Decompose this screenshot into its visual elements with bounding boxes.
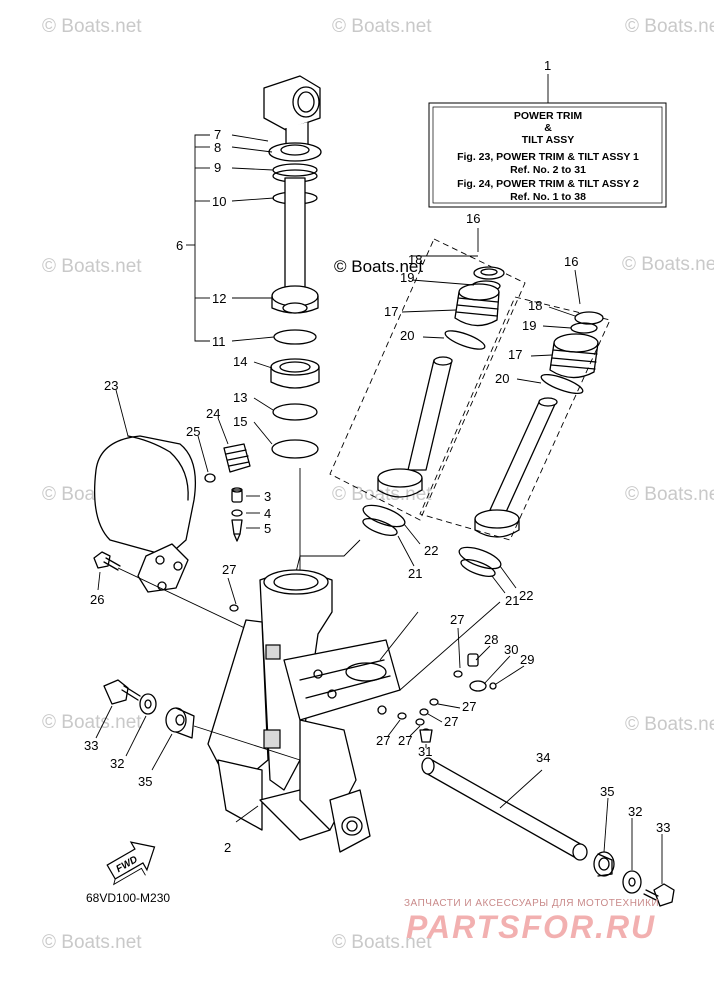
callout-15: 15 — [233, 414, 247, 429]
callout-27: 27 — [462, 699, 476, 714]
watermark: © Boats.net — [625, 714, 714, 735]
callout-20: 20 — [400, 328, 414, 343]
callout-28: 28 — [484, 632, 498, 647]
callout-19: 19 — [400, 270, 414, 285]
callout-32: 32 — [110, 756, 124, 771]
callout-27: 27 — [450, 612, 464, 627]
tilt-shaft-and-fasteners — [421, 757, 675, 907]
callout-30: 30 — [504, 642, 518, 657]
watermark-layer: © Boats.net © Boats.net © Boats.net © Bo… — [42, 16, 714, 953]
filter-and-oring — [197, 417, 251, 483]
watermark: © Boats.net — [42, 932, 142, 953]
watermark: © Boats.net — [42, 256, 142, 277]
callout-34: 34 — [536, 750, 550, 765]
small-orings — [227, 577, 525, 748]
watermark: © Boats.net — [42, 16, 142, 37]
callout-22: 22 — [519, 588, 533, 603]
info-line: TILT ASSY — [522, 134, 575, 146]
trim-cylinder-group-1 — [329, 228, 526, 521]
callout-33: 33 — [656, 820, 670, 835]
callout-29: 29 — [520, 652, 534, 667]
info-line: Fig. 23, POWER TRIM & TILT ASSY 1 — [457, 151, 639, 163]
callout-11: 11 — [212, 334, 226, 349]
callout-3: 3 — [264, 489, 271, 504]
info-line: Fig. 24, POWER TRIM & TILT ASSY 2 — [457, 178, 639, 190]
watermark: © Boats.net — [332, 484, 432, 505]
partsfor-tagline: ЗАПЧАСТИ И АКСЕССУАРЫ ДЛЯ МОТОТЕХНИКИ — [404, 898, 659, 909]
callout-26: 26 — [90, 592, 104, 607]
callout-27: 27 — [398, 733, 412, 748]
callout-27: 27 — [444, 714, 458, 729]
info-box: 1 POWER TRIM & TILT ASSY Fig. 23, POWER … — [428, 58, 667, 208]
callout-5: 5 — [264, 521, 271, 536]
callout-7: 7 — [214, 127, 221, 142]
callout-9: 9 — [214, 160, 221, 175]
callout-1: 1 — [544, 58, 551, 73]
callout-2: 2 — [224, 840, 231, 855]
callout-20: 20 — [495, 371, 509, 386]
info-line: Ref. No. 1 to 38 — [510, 191, 586, 203]
partsfor-logo: PARTSFOR.RU — [406, 909, 656, 945]
callout-22: 22 — [424, 543, 438, 558]
callout-35: 35 — [600, 784, 614, 799]
callout-31: 31 — [418, 744, 432, 759]
diagram-code: 68VD100-M230 — [86, 891, 170, 905]
callout-14: 14 — [233, 354, 247, 369]
watermark: © Boats.net — [625, 484, 714, 505]
fwd-arrow-icon: FWD — [106, 841, 156, 886]
watermark: © Boats.net — [42, 712, 142, 733]
info-line: POWER TRIM — [514, 110, 582, 122]
info-line: & — [544, 122, 552, 134]
callout-27: 27 — [376, 733, 390, 748]
callout-13: 13 — [233, 390, 247, 405]
watermark: © Boats.net — [332, 16, 432, 37]
reservoir — [93, 389, 197, 593]
callout-17: 17 — [508, 347, 522, 362]
callout-4: 4 — [264, 506, 271, 521]
watermark: © Boats.net — [625, 16, 714, 37]
callout-27: 27 — [222, 562, 236, 577]
callout-32: 32 — [628, 804, 642, 819]
callout-24: 24 — [206, 406, 220, 421]
left-fasteners — [95, 679, 301, 771]
gaskets — [362, 504, 517, 594]
callout-25: 25 — [186, 424, 200, 439]
watermark: © Boats.net — [332, 932, 432, 953]
callout-10: 10 — [212, 194, 226, 209]
callout-16: 16 — [466, 211, 480, 226]
callout-8: 8 — [214, 140, 221, 155]
callout-21: 21 — [505, 593, 519, 608]
callout-17: 17 — [384, 304, 398, 319]
callout-33: 33 — [84, 738, 98, 753]
callout-6: 6 — [176, 238, 183, 253]
tilt-ram-assembly — [186, 75, 322, 459]
callout-18: 18 — [408, 252, 422, 267]
callout-35: 35 — [138, 774, 152, 789]
callout-21: 21 — [408, 566, 422, 581]
callout-23: 23 — [104, 378, 118, 393]
callout-16: 16 — [564, 254, 578, 269]
valve-parts — [231, 487, 260, 542]
watermark: © Boats.net — [622, 254, 714, 275]
callout-12: 12 — [212, 291, 226, 306]
callout-19: 19 — [522, 318, 536, 333]
trim-cylinder-group-2 — [419, 269, 611, 541]
callout-18: 18 — [528, 298, 542, 313]
watermark-center: © Boats.net — [334, 257, 423, 276]
main-housing — [207, 468, 501, 853]
info-line: Ref. No. 2 to 31 — [510, 164, 586, 176]
